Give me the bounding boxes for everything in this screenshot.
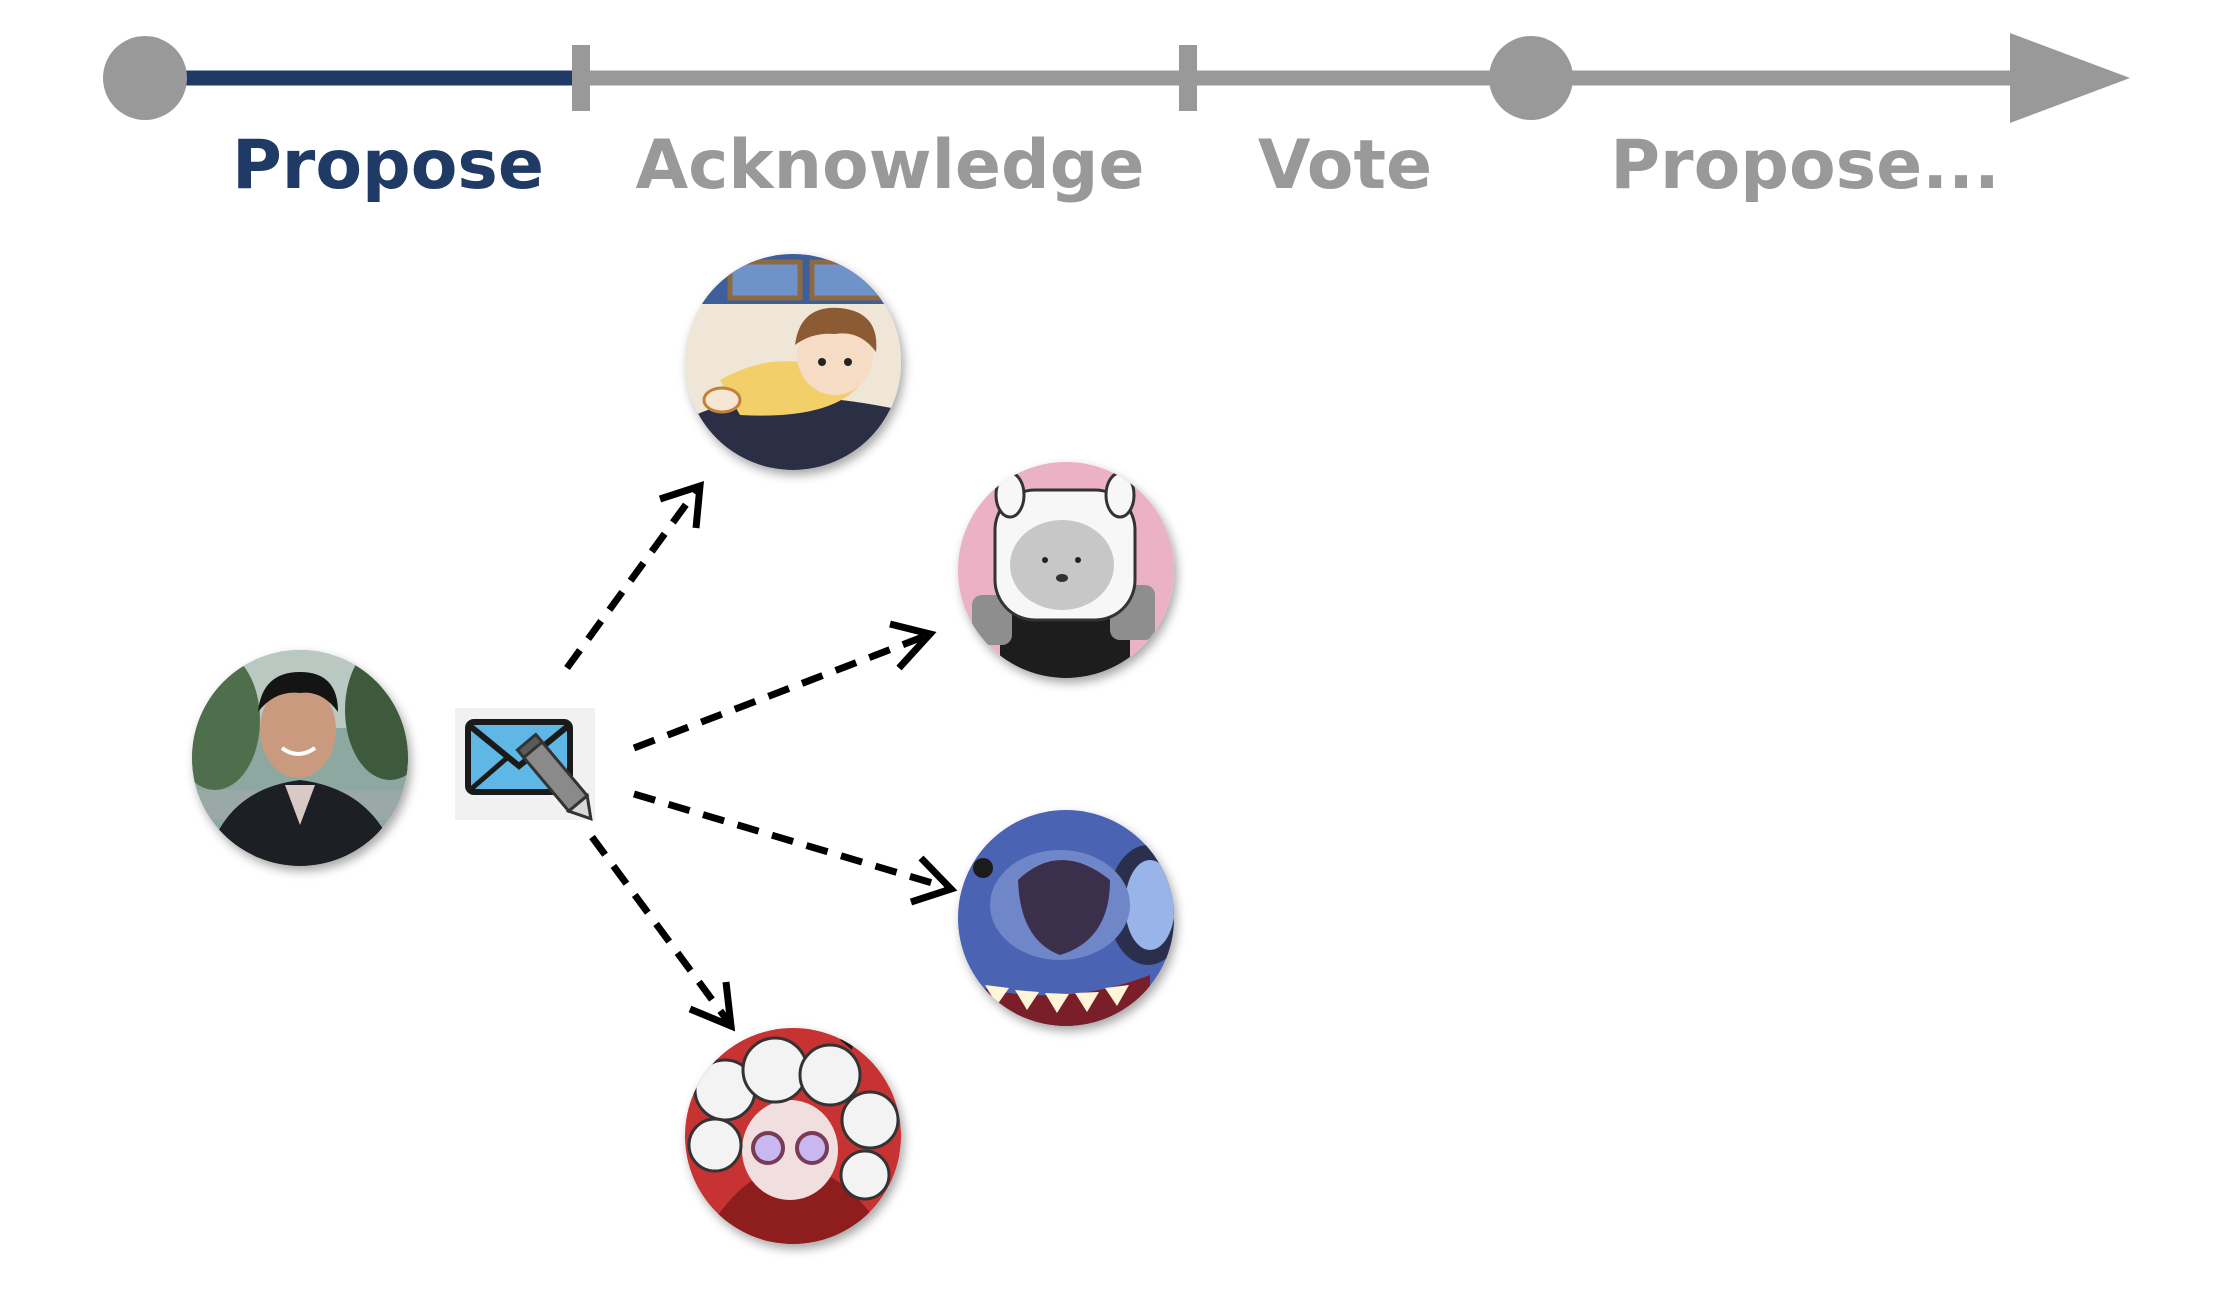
timeline-tick-2 (1179, 45, 1197, 111)
avatar-proposer (192, 650, 408, 866)
arrow-to-recipient-4 (589, 834, 736, 1032)
phase-label-propose: Propose (232, 126, 544, 205)
phase-label-vote: Vote (1258, 126, 1432, 205)
message-arrows (564, 481, 958, 1032)
arrow-to-recipient-3 (632, 790, 958, 906)
envelope-with-pencil-icon (455, 708, 595, 822)
avatar-recipient-4 (685, 1028, 901, 1244)
avatar-recipient-2 (958, 462, 1174, 678)
timeline-cycle-node (1489, 36, 1573, 120)
phase-label-propose-next: Propose... (1610, 126, 2000, 205)
arrow-to-recipient-1 (564, 481, 704, 671)
timeline-start-node (103, 36, 187, 120)
avatar-recipient-3 (958, 810, 1174, 1026)
arrow-to-recipient-2 (632, 620, 937, 752)
timeline-arrowhead (2010, 33, 2130, 123)
avatar-recipient-1 (685, 254, 901, 470)
phase-label-acknowledge: Acknowledge (635, 126, 1144, 205)
timeline-tick-1 (572, 45, 590, 111)
timeline: Propose Acknowledge Vote Propose... (103, 33, 2130, 205)
